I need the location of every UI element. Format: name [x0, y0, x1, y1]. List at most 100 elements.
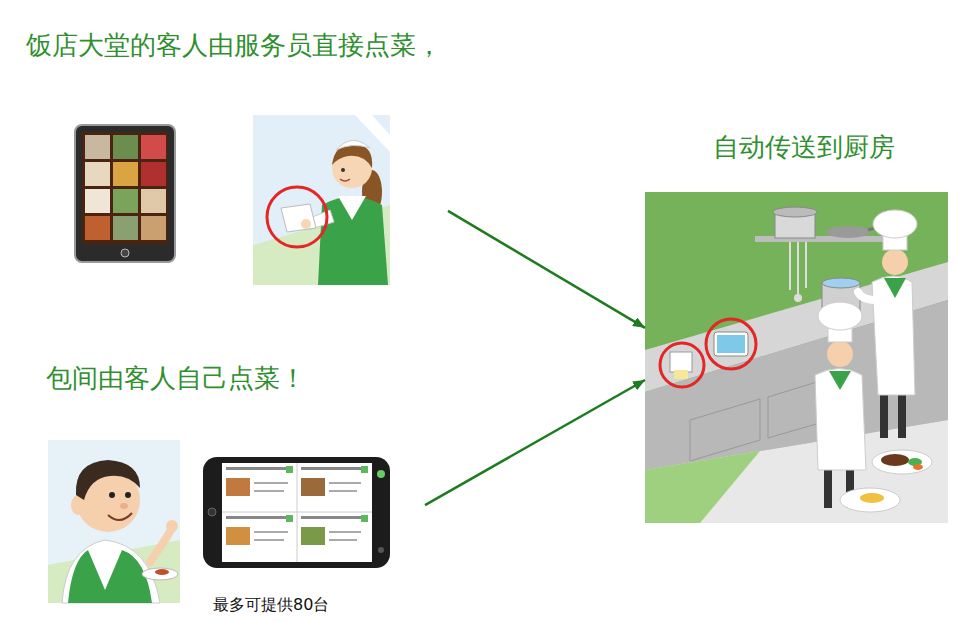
highlight-circle	[706, 319, 756, 369]
arm	[150, 530, 171, 562]
pot-lid	[773, 207, 817, 217]
food-photo	[141, 135, 166, 159]
food-photo	[113, 135, 138, 159]
food-photo	[113, 189, 138, 213]
menu-tablet	[75, 125, 175, 262]
chef-coat	[872, 276, 915, 395]
room-group: 包间由客人自己点菜！ 最多可提供80台	[40, 355, 425, 617]
panel-ground	[48, 440, 180, 603]
floor-strip	[645, 451, 760, 523]
menu-line	[254, 482, 288, 484]
menu-line	[301, 467, 361, 470]
order-pad	[281, 204, 316, 232]
self-order-tablet	[203, 457, 390, 568]
menu-line	[254, 539, 284, 541]
menu-line	[329, 490, 357, 492]
menu-icon	[286, 466, 293, 473]
chef-leg	[898, 392, 906, 438]
plate	[142, 568, 178, 580]
side-button	[378, 547, 384, 553]
tablet-body	[203, 457, 390, 568]
chef-hat	[873, 210, 917, 238]
group-heading: 包间由客人自己点菜！	[46, 363, 306, 394]
chef-scarf	[884, 278, 906, 298]
tablet-screen	[222, 463, 372, 562]
utensil	[797, 242, 799, 296]
menu-line	[254, 490, 284, 492]
food-photo	[301, 478, 325, 496]
pot-water	[822, 278, 860, 288]
menu-line	[329, 531, 361, 533]
grid-line	[222, 512, 372, 513]
tablet-screen	[82, 132, 168, 244]
food-photo	[141, 216, 166, 240]
chef-arm	[858, 292, 876, 300]
food-photo	[141, 162, 166, 186]
food	[881, 454, 909, 466]
utensil	[789, 242, 791, 290]
chef-leg	[880, 392, 888, 438]
pan	[826, 226, 870, 238]
ticket-paper	[674, 370, 688, 379]
flow-arrow	[448, 211, 645, 328]
food	[913, 464, 923, 470]
hair	[76, 460, 140, 500]
nose	[120, 503, 128, 509]
hall-group: 饭店大堂的客人由服务员直接点菜，	[20, 22, 448, 290]
menu-line	[254, 531, 288, 533]
highlight-circle	[660, 343, 704, 387]
food-photo	[141, 189, 166, 213]
customer-figure	[48, 440, 180, 603]
menu-line	[301, 516, 361, 519]
eye	[125, 492, 131, 498]
ladle	[794, 294, 802, 302]
food-photo	[85, 216, 110, 240]
food-photo	[226, 478, 250, 496]
menu-line	[329, 539, 357, 541]
plate	[840, 488, 900, 512]
food	[860, 493, 884, 503]
hand	[166, 520, 178, 532]
camera-dot	[208, 508, 216, 516]
tablet-screen	[717, 335, 745, 353]
food-photo	[85, 189, 110, 213]
group-heading: 饭店大堂的客人由服务员直接点菜，	[26, 30, 442, 61]
hand	[301, 219, 311, 229]
kitchen-scene	[645, 192, 948, 523]
flow-arrow	[425, 380, 645, 505]
chef-leg	[824, 468, 832, 508]
vest	[318, 197, 388, 286]
food-photo	[301, 527, 325, 545]
plate	[872, 450, 932, 474]
food-photo	[85, 162, 110, 186]
waitress-figure	[253, 115, 390, 285]
utensil	[805, 242, 807, 288]
note-text: 最多可提供80台	[213, 595, 329, 614]
group-heading: 自动传送到厨房	[645, 132, 962, 163]
mouth	[340, 179, 350, 181]
food-photo	[226, 527, 250, 545]
collar	[338, 196, 366, 220]
chef-head	[882, 249, 908, 275]
chef-scarf	[829, 371, 851, 390]
menu-icon	[286, 515, 293, 522]
cabinet-door	[690, 399, 760, 461]
menu-line	[226, 516, 288, 519]
chef-coat	[815, 369, 866, 471]
chef-hat	[818, 302, 862, 330]
status-light	[377, 470, 385, 478]
menu-icon	[361, 515, 368, 522]
vest	[68, 550, 152, 603]
chef-head	[827, 341, 853, 367]
food-photo	[113, 162, 138, 186]
food-photo	[85, 135, 110, 159]
home-button	[121, 249, 129, 257]
printer	[670, 352, 692, 372]
menu-line	[329, 482, 361, 484]
cap	[336, 140, 370, 150]
food-photo	[113, 216, 138, 240]
eye	[109, 492, 115, 498]
